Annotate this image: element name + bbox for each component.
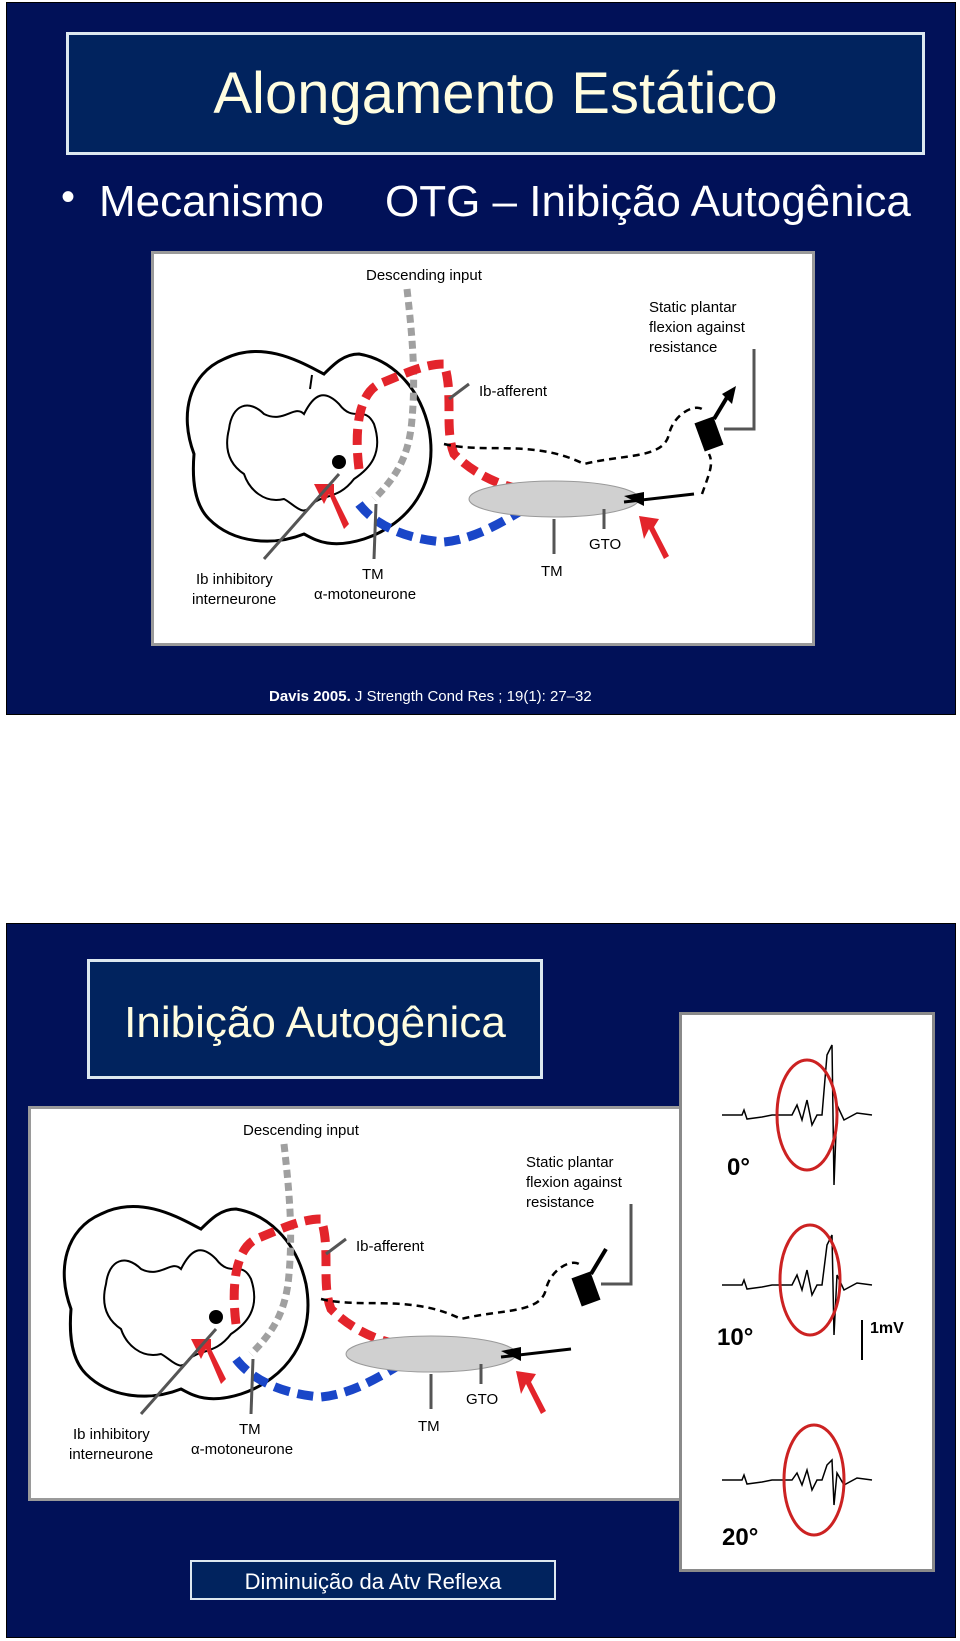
caption-box: Diminuição da Atv Reflexa <box>190 1560 556 1600</box>
static-pointer <box>601 1204 633 1286</box>
ib-afferent-path <box>229 1214 442 1354</box>
trace-20deg <box>722 1458 873 1506</box>
label-ib-afferent: Ib-afferent <box>479 383 548 400</box>
force-arrow <box>589 1247 608 1276</box>
bullet-value: OTG – Inibição Autogênica <box>385 177 911 226</box>
label-ib-inhib-2: interneurone <box>192 591 276 608</box>
interneurone-star <box>332 455 346 469</box>
red-arrow-left <box>314 484 349 529</box>
grey-matter <box>226 394 379 512</box>
descending-pathway <box>371 288 418 502</box>
label-alpha: α-motoneurone <box>191 1441 293 1458</box>
label-static-1: Static plantar <box>526 1154 614 1171</box>
interneurone-star <box>209 1310 223 1324</box>
descending-pathway <box>248 1143 295 1357</box>
ib-pointer <box>262 473 341 560</box>
diagram-svg: Descending input Static plantar flexion … <box>185 267 756 608</box>
nerve-path-2 <box>700 453 713 495</box>
tm-pointer-left <box>249 1358 255 1415</box>
slide-2: Inibição Autogênica Descending input <box>6 923 956 1638</box>
label-scale: 1mV <box>870 1320 904 1337</box>
nerve-path <box>320 1261 580 1321</box>
label-static-3: resistance <box>526 1194 594 1211</box>
nerve-path <box>443 406 703 466</box>
label-static-2: flexion against <box>526 1174 623 1191</box>
highlight-circle-20 <box>782 1423 846 1537</box>
label-ib-afferent: Ib-afferent <box>356 1238 425 1255</box>
spinal-cord-outline <box>62 1204 310 1401</box>
tendon-end <box>624 492 644 506</box>
label-angle-10: 10° <box>717 1324 753 1351</box>
citation-journal: J Strength Cond Res ; 19(1): 27–32 <box>350 688 592 705</box>
label-static-2: flexion against <box>649 319 746 336</box>
highlight-circle-0 <box>775 1058 839 1172</box>
static-pointer <box>724 349 756 431</box>
foot-block <box>571 1271 601 1307</box>
trace-10deg <box>722 1234 873 1336</box>
force-arrowhead <box>722 386 736 404</box>
label-descending: Descending input <box>243 1122 360 1139</box>
diagram-svg: Descending input Static plantar flexion … <box>62 1122 633 1463</box>
title-box: Alongamento Estático <box>66 32 925 155</box>
highlight-circle-10 <box>778 1223 842 1337</box>
label-alpha: α-motoneurone <box>314 586 416 603</box>
label-static-1: Static plantar <box>649 299 737 316</box>
label-tm-left: TM <box>239 1421 261 1438</box>
label-ib-inhib-1: Ib inhibitory <box>73 1426 150 1443</box>
red-arrow-right <box>516 1371 546 1414</box>
cord-notch <box>309 374 313 390</box>
caption-text: Diminuição da Atv Reflexa <box>244 1569 502 1594</box>
label-angle-0: 0° <box>727 1154 750 1181</box>
label-ib-inhib-2: interneurone <box>69 1446 153 1463</box>
label-static-3: resistance <box>649 339 717 356</box>
muscle-ellipse <box>345 1335 517 1373</box>
slide-title: Inibição Autogênica <box>124 998 506 1047</box>
spinal-cord-outline <box>185 349 433 546</box>
muscle-ellipse <box>468 480 640 518</box>
red-arrow-left <box>191 1339 226 1384</box>
label-descending: Descending input <box>366 267 483 284</box>
slide-1: Alongamento Estático • Mecanismo OTG – I… <box>6 2 956 715</box>
ib-afferent-pointer <box>448 382 470 401</box>
label-tm-left: TM <box>362 566 384 583</box>
ib-afferent-pointer <box>325 1237 347 1256</box>
spinal-reflex-diagram: Descending input Static plantar flexion … <box>28 1106 693 1501</box>
emg-svg: 0° 10° 1mV 20° <box>717 1044 904 1551</box>
bullet-marker: • <box>61 175 76 219</box>
slide-title: Alongamento Estático <box>213 61 778 126</box>
citation: Davis 2005. J Strength Cond Res ; 19(1):… <box>269 688 592 705</box>
red-arrow-right <box>639 516 669 559</box>
ib-afferent-path <box>352 359 565 499</box>
tm-pointer-left <box>372 503 378 560</box>
label-angle-20: 20° <box>722 1524 758 1551</box>
citation-author: Davis 2005. <box>269 688 351 705</box>
label-gto: GTO <box>589 536 621 553</box>
label-ib-inhib-1: Ib inhibitory <box>196 571 273 588</box>
grey-matter <box>103 1249 256 1367</box>
ib-pointer <box>139 1328 218 1415</box>
label-tm-right: TM <box>418 1418 440 1435</box>
emg-traces-panel: 0° 10° 1mV 20° <box>679 1012 935 1572</box>
label-tm-right: TM <box>541 563 563 580</box>
bullet-label: Mecanismo <box>99 177 324 226</box>
foot-block <box>694 416 724 452</box>
spinal-reflex-diagram: Descending input Static plantar flexion … <box>151 251 815 646</box>
title-box: Inibição Autogênica <box>87 959 543 1079</box>
label-gto: GTO <box>466 1391 498 1408</box>
tendon-end <box>501 1347 521 1361</box>
